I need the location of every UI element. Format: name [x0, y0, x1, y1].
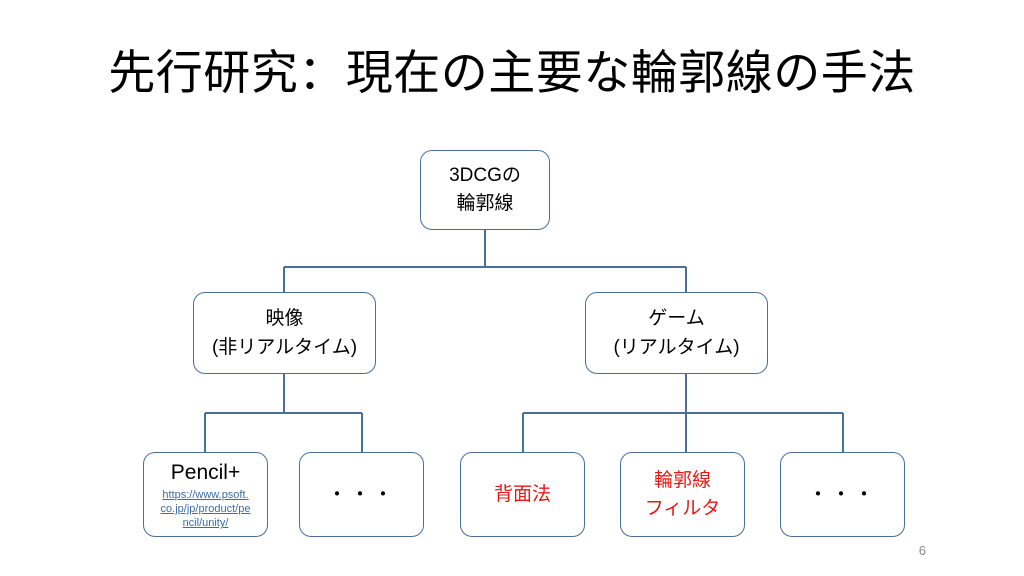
- node-video-line2: (非リアルタイム): [211, 337, 358, 358]
- node-pencil-plus[interactable]: Pencil+ https://www.psoft. co.jp/jp/prod…: [143, 452, 268, 537]
- node-game-line1: ゲーム: [648, 307, 705, 329]
- pencil-url-link[interactable]: https://www.psoft. co.jp/jp/product/pe n…: [161, 488, 251, 530]
- page-number: 6: [918, 543, 926, 558]
- node-back-face-label: 背面法: [493, 483, 551, 505]
- node-ellipsis-game[interactable]: ・・・: [780, 452, 905, 537]
- ellipsis-video-dots: ・・・: [327, 483, 396, 506]
- ellipsis-game-dots: ・・・: [808, 483, 877, 506]
- pencil-url-line1: https://www.psoft.: [162, 489, 249, 502]
- node-pencil-title: Pencil+: [170, 461, 241, 484]
- node-outline-filter-line2: フィルタ: [644, 497, 721, 519]
- node-root-line1: 3DCGの: [449, 165, 521, 187]
- node-outline-filter-line1: 輪郭線: [653, 469, 711, 491]
- node-video-line1: 映像: [265, 307, 304, 329]
- node-root-line2: 輪郭線: [456, 193, 514, 214]
- pencil-url-line2: co.jp/jp/product/pe: [160, 503, 251, 516]
- node-root-3dcg-outline[interactable]: 3DCGの 輪郭線: [420, 150, 550, 230]
- node-ellipsis-video[interactable]: ・・・: [299, 452, 424, 537]
- pencil-url-line3: ncil/unity/: [182, 517, 229, 530]
- node-game-line2: (リアルタイム): [613, 337, 740, 358]
- page-title: 先行研究：現在の主要な輪郭線の手法: [108, 46, 916, 99]
- node-outline-filter[interactable]: 輪郭線 フィルタ: [620, 452, 745, 537]
- node-back-face-method[interactable]: 背面法: [460, 452, 585, 537]
- node-game-realtime[interactable]: ゲーム (リアルタイム): [585, 292, 768, 374]
- node-video-non-realtime[interactable]: 映像 (非リアルタイム): [193, 292, 376, 374]
